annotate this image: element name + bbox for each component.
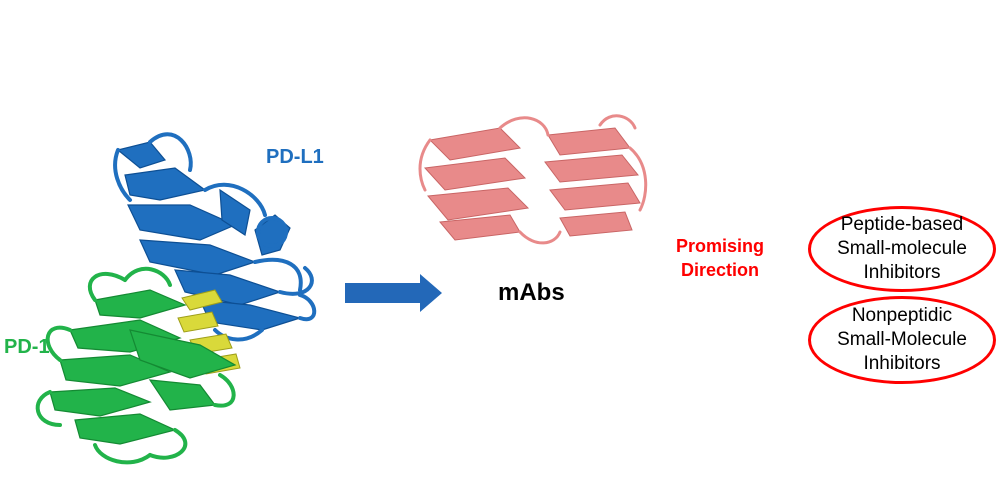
oval-1-line-2: Small-molecule (837, 238, 967, 259)
pd1-pdl1-complex-icon (35, 132, 317, 465)
oval-2-line-2: Small-Molecule (837, 329, 967, 350)
oval-1-line-3: Inhibitors (863, 262, 941, 283)
arrow-right-icon-1 (345, 274, 442, 312)
nonpeptidic-inhibitors-oval: Nonpeptidic Small-Molecule Inhibitors (808, 296, 996, 384)
peptide-based-inhibitors-oval: Peptide-based Small-molecule Inhibitors (808, 206, 996, 292)
promising-direction-label: Promising Direction (650, 234, 790, 282)
oval-2-line-3: Inhibitors (863, 353, 941, 374)
oval-1-line-1: Peptide-based (840, 214, 964, 235)
mab-structure-pink-icon (418, 114, 648, 245)
mabs-label: mAbs (498, 279, 565, 306)
promising-line-2: Direction (680, 260, 759, 280)
pd-1-label: PD-1 (4, 336, 50, 358)
oval-2-line-1: Nonpeptidic (851, 305, 953, 326)
promising-line-1: Promising (675, 236, 764, 256)
pd-l1-label: PD-L1 (266, 146, 324, 168)
